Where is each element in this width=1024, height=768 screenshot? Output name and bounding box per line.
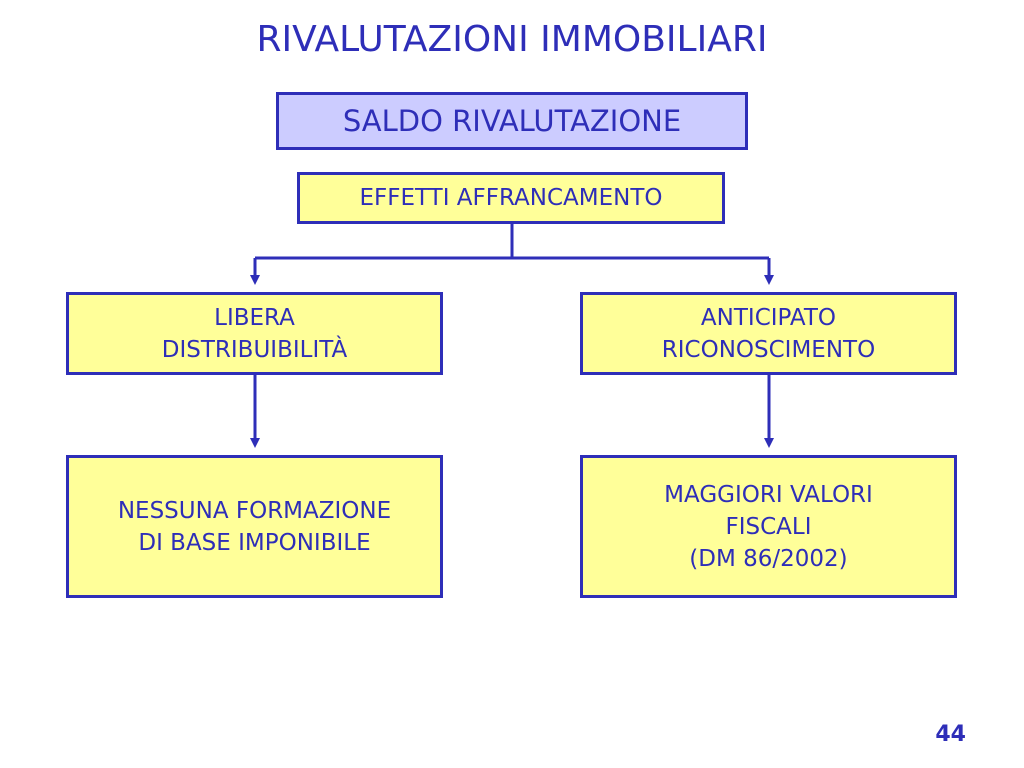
effetti-affrancamento-label: EFFETTI AFFRANCAMENTO <box>359 185 663 211</box>
libera-distribuibilita-label: LIBERA DISTRIBUIBILITÀ <box>161 304 348 363</box>
maggiori-valori-label: MAGGIORI VALORI FISCALI (DM 86/2002) <box>664 481 873 572</box>
anticipato-riconoscimento-box: ANTICIPATO RICONOSCIMENTO <box>580 292 957 375</box>
saldo-rivalutazione-box: SALDO RIVALUTAZIONE <box>276 92 748 150</box>
slide-title: RIVALUTAZIONI IMMOBILIARI <box>256 19 768 60</box>
maggiori-valori-box: MAGGIORI VALORI FISCALI (DM 86/2002) <box>580 455 957 598</box>
anticipato-riconoscimento-label: ANTICIPATO RICONOSCIMENTO <box>661 304 876 363</box>
nessuna-formazione-label: NESSUNA FORMAZIONE DI BASE IMPONIBILE <box>117 497 392 556</box>
nessuna-formazione-box: NESSUNA FORMAZIONE DI BASE IMPONIBILE <box>66 455 443 598</box>
libera-distribuibilita-box: LIBERA DISTRIBUIBILITÀ <box>66 292 443 375</box>
page-number: 44 <box>935 722 966 747</box>
saldo-rivalutazione-label: SALDO RIVALUTAZIONE <box>342 104 682 138</box>
effetti-affrancamento-box: EFFETTI AFFRANCAMENTO <box>297 172 725 224</box>
